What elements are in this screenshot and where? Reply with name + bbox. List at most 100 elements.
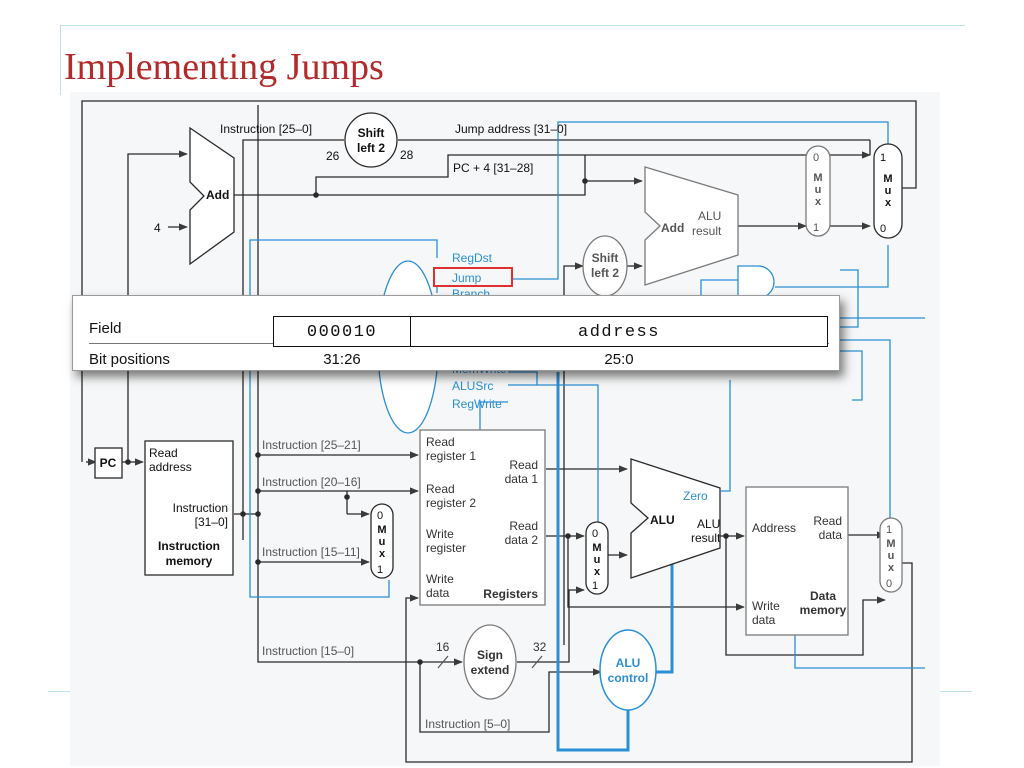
svg-text:register 2: register 2 xyxy=(426,496,476,510)
svg-text:Read: Read xyxy=(509,458,538,472)
signal-regwrite: RegWrite xyxy=(452,397,502,411)
svg-text:Read: Read xyxy=(813,514,842,528)
jump-highlight-box xyxy=(433,267,513,287)
instr-15-0-label: Instruction [15–0] xyxy=(262,644,354,658)
wires-blue xyxy=(249,121,925,669)
slide-frame-top-line xyxy=(60,25,965,26)
junction-dots xyxy=(125,178,729,665)
svg-text:result: result xyxy=(692,224,722,238)
svg-text:data 2: data 2 xyxy=(505,533,539,547)
svg-text:register 1: register 1 xyxy=(426,449,476,463)
svg-text:data: data xyxy=(819,528,843,542)
mux-memtoreg: 1 M u x 0 xyxy=(879,517,903,593)
svg-text:data 1: data 1 xyxy=(505,472,539,486)
slide-frame-bottom-right-line xyxy=(940,691,972,692)
svg-text:x: x xyxy=(594,566,601,578)
signal-regdst: RegDst xyxy=(452,251,493,265)
wires-black xyxy=(81,100,917,763)
bits-16-label: 16 xyxy=(436,640,450,654)
field-row-label: Field xyxy=(89,320,122,337)
svg-text:x: x xyxy=(888,562,895,574)
svg-text:1: 1 xyxy=(813,222,819,234)
svg-text:ALU: ALU xyxy=(698,209,721,223)
svg-text:Add: Add xyxy=(661,221,684,235)
bus-width-ticks xyxy=(437,655,543,669)
svg-text:Read: Read xyxy=(426,482,455,496)
opcode-field: 000010 xyxy=(273,316,411,347)
svg-text:u: u xyxy=(888,550,895,562)
svg-text:1: 1 xyxy=(880,152,886,164)
pc-plus-4-label: PC + 4 [31–28] xyxy=(453,161,533,175)
svg-text:u: u xyxy=(885,185,892,197)
instruction-field-labels: Instruction [25–21] Instruction [20–16] … xyxy=(262,438,510,731)
data-memory: Address Read data Write data Data memory xyxy=(745,486,849,636)
svg-text:M: M xyxy=(592,542,601,554)
shift-left-mid: Shift left 2 xyxy=(582,235,628,297)
svg-text:u: u xyxy=(815,184,822,196)
mux-alusrc: 0 M u x 1 xyxy=(585,521,609,595)
branch-and-gate xyxy=(737,265,775,299)
svg-text:Registers: Registers xyxy=(483,587,538,601)
svg-text:left 2: left 2 xyxy=(357,141,385,155)
svg-text:register: register xyxy=(426,541,466,555)
slide-frame-left-line xyxy=(60,25,61,95)
shift-left-top: Shift left 2 xyxy=(344,112,398,168)
svg-text:left 2: left 2 xyxy=(591,266,619,280)
bits-28-label: 28 xyxy=(400,148,414,162)
instr-25-0-label: Instruction [25–0] xyxy=(220,122,312,136)
svg-text:0: 0 xyxy=(886,578,892,590)
aluop-wire xyxy=(556,372,674,752)
instruction-memory: Read address Instruction [31–0] Instruct… xyxy=(144,440,234,576)
opcode-bit-positions: 31:26 xyxy=(323,351,361,368)
svg-text:extend: extend xyxy=(471,663,510,677)
svg-text:Instruction: Instruction xyxy=(173,501,228,515)
jump-format-table: Field Bit positions 000010 address 31:26… xyxy=(72,295,840,371)
svg-text:Read: Read xyxy=(509,519,538,533)
svg-text:x: x xyxy=(379,548,386,560)
mux-branch: 0 M u x 1 xyxy=(805,145,831,237)
svg-text:memory: memory xyxy=(800,603,847,617)
branch-add-alu: Add ALU result xyxy=(644,166,739,286)
svg-text:Zero: Zero xyxy=(683,489,708,503)
instr-5-0-label: Instruction [5–0] xyxy=(425,717,510,731)
svg-text:Read: Read xyxy=(426,435,455,449)
svg-text:1: 1 xyxy=(592,580,598,592)
svg-text:control: control xyxy=(608,671,649,685)
add-label: Add xyxy=(206,188,229,202)
svg-text:0: 0 xyxy=(592,528,598,540)
svg-text:Shift: Shift xyxy=(592,251,619,265)
register-file: Read register 1 Read register 2 Write re… xyxy=(419,429,546,606)
svg-text:u: u xyxy=(594,554,601,566)
svg-text:Write: Write xyxy=(426,572,454,586)
svg-text:M: M xyxy=(886,538,895,550)
mux-regdst: 0 M u x 1 xyxy=(370,503,394,579)
address-field: address xyxy=(410,316,828,347)
svg-text:M: M xyxy=(813,172,822,184)
instr-25-21-label: Instruction [25–21] xyxy=(262,438,361,452)
svg-text:M: M xyxy=(377,524,386,536)
svg-text:address: address xyxy=(149,460,192,474)
pc-register: PC xyxy=(94,447,123,479)
svg-text:PC: PC xyxy=(100,456,117,470)
alu-control-unit: ALU control xyxy=(599,629,657,711)
svg-text:ALU: ALU xyxy=(616,656,641,670)
svg-text:Shift: Shift xyxy=(358,126,385,140)
svg-text:ALU: ALU xyxy=(697,517,720,531)
bit-positions-row-label: Bit positions xyxy=(89,351,170,368)
svg-text:data: data xyxy=(752,613,776,627)
sign-extend-unit: Sign extend xyxy=(463,624,517,700)
signal-alusrc: ALUSrc xyxy=(452,379,493,393)
svg-text:x: x xyxy=(815,196,822,208)
svg-text:Data: Data xyxy=(810,589,836,603)
mux-jump: 1 M u x 0 xyxy=(873,143,903,239)
main-alu: ALU ALU result Zero xyxy=(630,458,721,579)
constant-four: 4 xyxy=(154,221,161,235)
svg-text:u: u xyxy=(379,536,386,548)
pc-add-unit: Add xyxy=(189,126,235,266)
bits-26-label: 26 xyxy=(326,149,340,163)
address-bit-positions: 25:0 xyxy=(604,351,634,368)
svg-text:Write: Write xyxy=(426,527,454,541)
svg-text:result: result xyxy=(691,531,721,545)
svg-text:ALU: ALU xyxy=(650,513,675,527)
